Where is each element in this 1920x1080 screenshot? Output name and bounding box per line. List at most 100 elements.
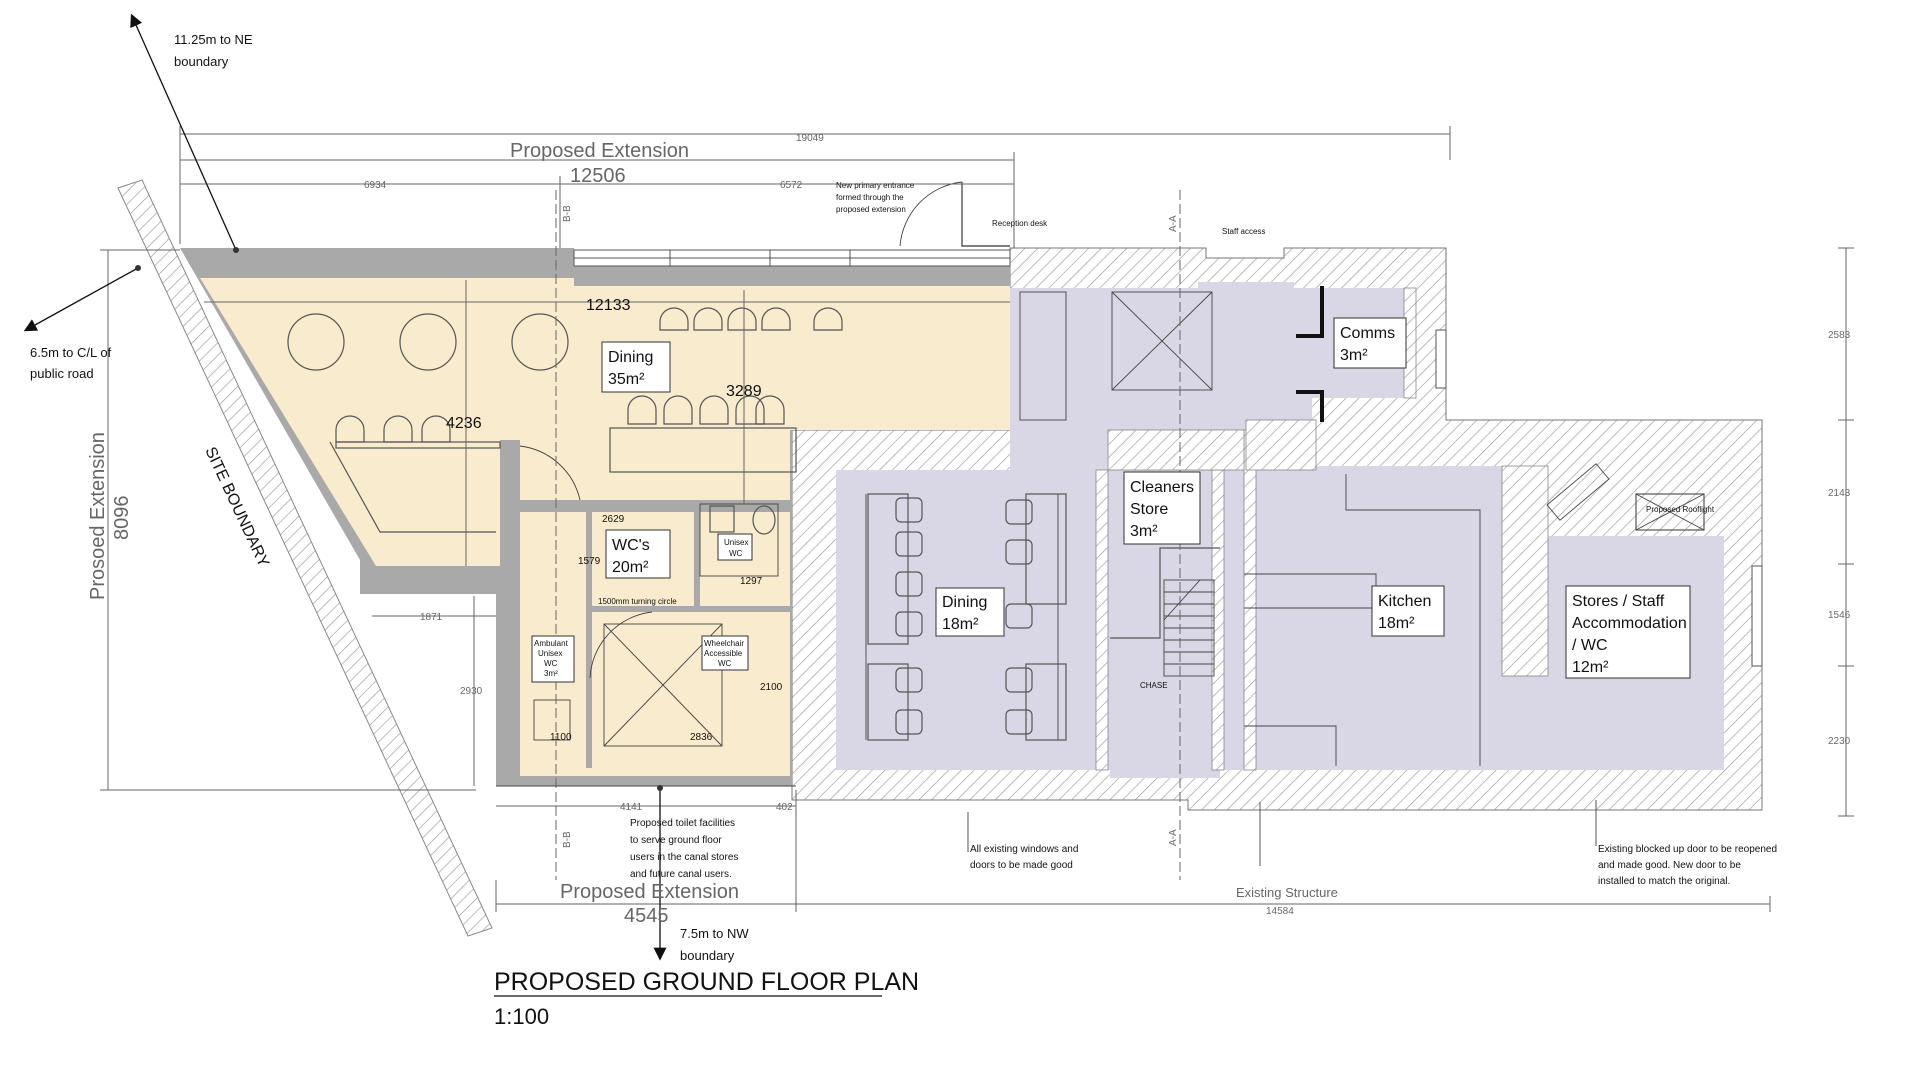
- turning-circle-note: 1500mm turning circle: [598, 597, 677, 606]
- entrance-note-1: New primary entrance: [836, 181, 915, 190]
- ext-bottom-label: Proposed Extension: [560, 881, 739, 903]
- ext-top-label: Proposed Extension: [510, 140, 689, 162]
- svg-text:12m²: 12m²: [1572, 659, 1609, 676]
- reception-note: Reception desk: [992, 219, 1048, 228]
- top-left-dim: 6934: [364, 180, 387, 191]
- svg-text:/ WC: / WC: [1572, 637, 1608, 654]
- svg-text:Cleaners: Cleaners: [1130, 479, 1194, 496]
- chase-note: CHASE: [1140, 681, 1168, 690]
- site-boundary-hatch: [117, 179, 493, 937]
- room-dining-existing: Dining 18m²: [935, 587, 1005, 637]
- room-unisex-wc: Unisex WC: [717, 533, 753, 561]
- existing-dining-furniture: [865, 493, 1067, 741]
- svg-text:3m²: 3m²: [1340, 347, 1368, 364]
- dim-2930: 2930: [460, 686, 483, 697]
- ext-bottom-value: 4545: [624, 905, 669, 927]
- right-dim-2143: 2143: [1828, 488, 1851, 499]
- svg-text:Store: Store: [1130, 501, 1168, 518]
- round-tables: [287, 313, 569, 371]
- section-aa-top: A-A: [1168, 215, 1179, 232]
- dim-2629: 2629: [602, 514, 625, 525]
- rooflight-note: Proposed Rooflight: [1646, 505, 1715, 514]
- svg-text:WC's: WC's: [612, 537, 650, 554]
- room-wcs: WC's 20m²: [605, 529, 671, 579]
- svg-text:Stores / Staff: Stores / Staff: [1572, 593, 1665, 610]
- nw-boundary-note-2: boundary: [680, 948, 735, 963]
- svg-text:Kitchen: Kitchen: [1378, 593, 1431, 610]
- svg-text:3m²: 3m²: [544, 669, 558, 678]
- dim-1100: 1100: [550, 732, 572, 743]
- toilets-note-4: and future canal users.: [630, 869, 732, 880]
- svg-text:18m²: 18m²: [942, 616, 979, 633]
- ne-boundary-note: 11.25m to NE: [174, 32, 253, 47]
- svg-text:Accessible: Accessible: [704, 649, 743, 658]
- svg-text:Dining: Dining: [608, 349, 653, 366]
- dim-3289: 3289: [726, 383, 762, 400]
- svg-text:Dining: Dining: [942, 594, 987, 611]
- section-bb-top: B-B: [562, 205, 573, 222]
- svg-text:Unisex: Unisex: [724, 538, 748, 547]
- bar-stools: [335, 307, 843, 443]
- overall-top-dim: 19049: [796, 133, 824, 144]
- svg-text:Unisex: Unisex: [538, 649, 562, 658]
- inner-width-dim: 12133: [586, 297, 631, 314]
- svg-text:35m²: 35m²: [608, 371, 645, 388]
- room-kitchen: Kitchen 18m²: [1371, 585, 1445, 637]
- right-dim-2230: 2230: [1828, 736, 1851, 747]
- right-dim-1546: 1546: [1828, 610, 1851, 621]
- dim-2100: 2100: [760, 682, 783, 693]
- svg-text:3m²: 3m²: [1130, 523, 1158, 540]
- section-aa-bottom: A-A: [1168, 829, 1179, 846]
- svg-text:WC: WC: [729, 549, 743, 558]
- drawing-scale: 1:100: [494, 1004, 549, 1029]
- existing-value: 14584: [1266, 906, 1294, 917]
- room-ambulant-wc: Ambulant Unisex WC 3m²: [531, 635, 575, 683]
- dim-1297: 1297: [740, 576, 763, 587]
- road-note: 6.5m to C/L of: [30, 345, 112, 360]
- dim-4236: 4236: [446, 415, 482, 432]
- wc-block: [519, 445, 790, 768]
- room-dining-extension: Dining 35m²: [601, 341, 671, 393]
- road-note-2: public road: [30, 366, 94, 381]
- staff-access-note: Staff access: [1222, 227, 1265, 236]
- section-bb-bottom: B-B: [562, 831, 573, 848]
- door-note-1: Existing blocked up door to be reopened: [1598, 844, 1777, 855]
- svg-text:WC: WC: [544, 659, 558, 668]
- svg-text:20m²: 20m²: [612, 559, 649, 576]
- nw-boundary-note: 7.5m to NW: [680, 926, 749, 941]
- svg-text:Ambulant: Ambulant: [534, 639, 569, 648]
- entrance-note-3: proposed extension: [836, 205, 906, 214]
- dim-1579: 1579: [578, 556, 601, 567]
- existing-label: Existing Structure: [1236, 885, 1338, 900]
- drawing-title: PROPOSED GROUND FLOOR PLAN: [494, 968, 919, 996]
- windows-note-2: doors to be made good: [970, 860, 1073, 871]
- top-right-dim: 6572: [780, 180, 803, 191]
- proposed-extension: [180, 181, 1011, 786]
- dimension-lines: [100, 126, 1854, 912]
- ext-left-value: 8096: [111, 496, 133, 541]
- dim-1871: 1871: [420, 612, 443, 623]
- room-comms: Comms 3m²: [1333, 317, 1407, 369]
- door-note-2: and made good. New door to be: [1598, 860, 1741, 871]
- right-dim-2583: 2583: [1828, 330, 1851, 341]
- door-note-3: installed to match the original.: [1598, 876, 1730, 887]
- toilets-note-1: Proposed toilet facilities: [630, 818, 735, 829]
- dim-4141: 4141: [620, 802, 643, 813]
- ext-top-value: 12506: [570, 165, 626, 187]
- toilets-note-2: to serve ground floor: [630, 835, 722, 846]
- staircase: [1110, 547, 1220, 677]
- drawing-title-block: PROPOSED GROUND FLOOR PLAN 1:100: [494, 968, 919, 1029]
- room-stores-staff: Stores / Staff Accommodation / WC 12m²: [1565, 585, 1691, 679]
- room-cleaners-store: Cleaners Store 3m²: [1123, 471, 1201, 545]
- toilets-note-3: users in the canal stores: [630, 852, 738, 863]
- svg-text:Wheelchair: Wheelchair: [704, 639, 744, 648]
- svg-text:Comms: Comms: [1340, 325, 1395, 342]
- room-wheelchair-wc: Wheelchair Accessible WC: [701, 635, 749, 671]
- windows-note-1: All existing windows and: [970, 844, 1078, 855]
- svg-text:18m²: 18m²: [1378, 615, 1415, 632]
- entrance-note-2: formed through the: [836, 193, 904, 202]
- dim-402: 402: [776, 802, 793, 813]
- svg-text:Accommodation: Accommodation: [1572, 615, 1687, 632]
- svg-text:WC: WC: [718, 659, 732, 668]
